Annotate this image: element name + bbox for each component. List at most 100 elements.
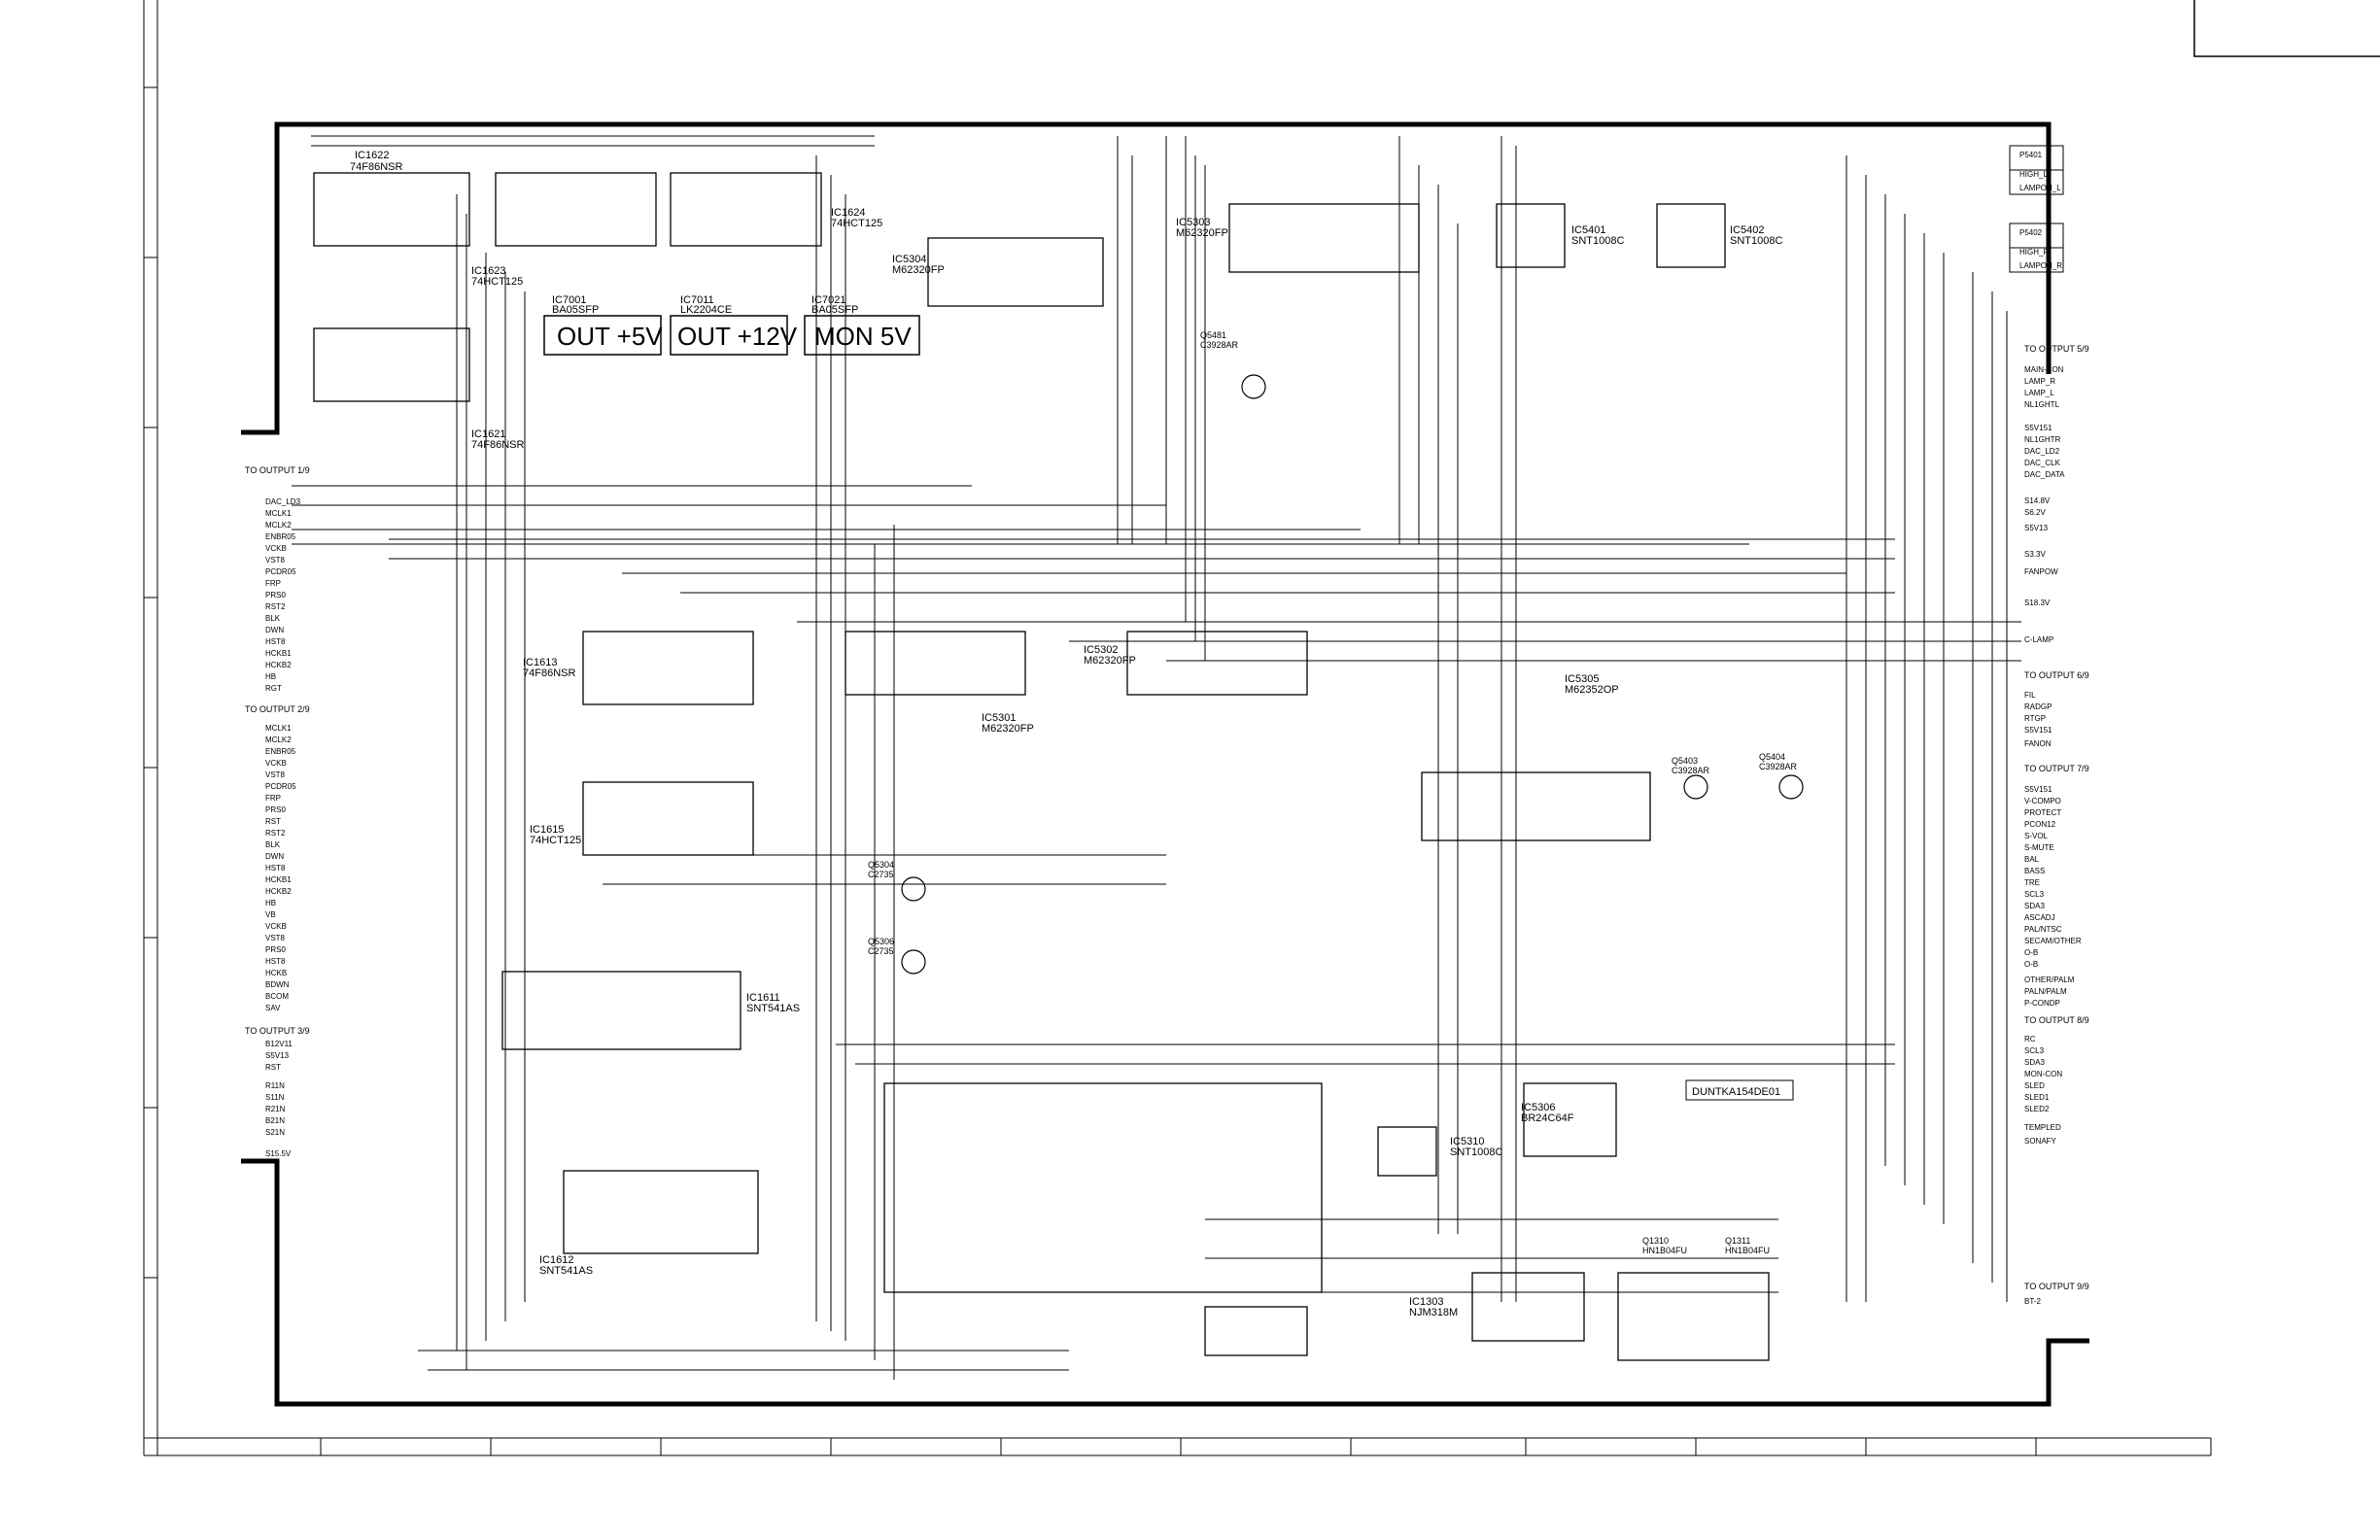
transistor-label: Q1311	[1725, 1236, 1750, 1246]
right-signal-group-8: RC SCL3 SDA3 MON-CON SLED SLED1 SLED2 TE…	[2024, 1035, 2062, 1146]
section-label-output-5: TO OUTPUT 5/9	[2024, 344, 2089, 354]
signal-label: FRP	[265, 794, 281, 803]
signal-label: FIL	[2024, 691, 2036, 700]
signal-label: ENBR05	[265, 532, 296, 541]
signal-label: S5V151	[2024, 785, 2052, 794]
signal-label: BASS	[2024, 867, 2045, 875]
signal-label: MCLK1	[265, 724, 292, 733]
signal-label: DAC_CLK	[2024, 459, 2061, 467]
regulator-12v-ref: IC7011	[680, 294, 714, 306]
ic-label: IC5305	[1565, 673, 1599, 685]
ic-label: IC1613	[523, 657, 557, 668]
signal-label: PCDR05	[265, 782, 296, 791]
section-label-output-9: TO OUTPUT 9/9	[2024, 1282, 2089, 1291]
signal-label: ASCADJ	[2024, 913, 2055, 922]
signal-label: LAMP_R	[2024, 377, 2055, 386]
signal-label: HCKB	[265, 969, 287, 977]
connector-line: LAMPON_L	[2019, 184, 2061, 192]
signal-label: MCLK2	[265, 521, 292, 530]
transistor-label: Q5481	[1200, 330, 1226, 340]
signal-label: BLK	[265, 840, 281, 849]
connector-line: LAMPON_R	[2019, 261, 2062, 270]
signal-label: MON-CON	[2024, 1070, 2062, 1078]
signal-label: HCKB1	[265, 875, 292, 884]
ic-label: M62320FP	[892, 264, 945, 276]
regulator-5v-ref: IC7001	[552, 294, 586, 306]
ic-label: IC5310	[1450, 1136, 1484, 1147]
wiring	[292, 135, 2021, 1380]
signal-label: TRE	[2024, 878, 2040, 887]
ic-block	[313, 172, 1770, 1361]
signal-label: PCON12	[2024, 820, 2056, 829]
regulator-5v-label: OUT +5V	[557, 322, 663, 351]
signal-label: PROTECT	[2024, 808, 2061, 817]
transistor-label: Q5404	[1759, 752, 1785, 762]
signal-label: PRS0	[265, 805, 286, 814]
signal-label: PAL/NTSC	[2024, 925, 2062, 934]
left-ruler	[144, 86, 157, 1279]
signal-label: PALN/PALM	[2024, 987, 2067, 996]
signal-label: SCL3	[2024, 1046, 2045, 1055]
ic-label: IC1612	[539, 1254, 573, 1266]
signal-label: VST8	[265, 770, 286, 779]
signal-label: PCDR05	[265, 567, 296, 576]
signal-label: RST	[265, 1063, 281, 1072]
signal-label: S5V13	[265, 1051, 290, 1060]
signal-label: HCKB1	[265, 649, 292, 658]
signal-label: BLK	[265, 614, 281, 623]
section-label-output-2: TO OUTPUT 2/9	[245, 704, 310, 714]
ic-label: SNT1008C	[1571, 235, 1624, 247]
signal-label: R21N	[265, 1105, 286, 1113]
transistor-symbols	[901, 374, 1804, 975]
connector-ref: P5401	[2019, 151, 2043, 159]
signal-label: RST	[265, 817, 281, 826]
ic-label: IC1611	[746, 992, 780, 1004]
signal-label: SAV	[265, 1004, 281, 1012]
signal-label: BCOM	[265, 992, 289, 1001]
right-signal-group-9: BT-2	[2024, 1297, 2041, 1306]
stamp-box	[1685, 1079, 1794, 1101]
section-label-output-6: TO OUTPUT 6/9	[2024, 670, 2089, 680]
stamp-label: DUNTKA154DE01	[1692, 1086, 1780, 1098]
signal-label: FANON	[2024, 739, 2052, 748]
ic-label: IC1615	[530, 824, 564, 836]
regulator-mon5v-part: BA05SFP	[811, 304, 858, 316]
transistor-label: C2735	[868, 946, 894, 956]
regulator-12v-label: OUT +12V	[677, 322, 798, 351]
left-signal-group-1: DAC_LD3 MCLK1 MCLK2 ENBR05 VCKB VST8 PCD…	[265, 497, 301, 693]
signal-label: VB	[265, 910, 276, 919]
section-label-output-3: TO OUTPUT 3/9	[245, 1026, 310, 1036]
signal-label: B12V11	[265, 1040, 293, 1048]
signal-label: HB	[265, 899, 276, 907]
section-label-output-7: TO OUTPUT 7/9	[2024, 764, 2089, 773]
signal-label: DAC_LD2	[2024, 447, 2060, 456]
board-outline	[241, 121, 2089, 1407]
signal-label: S14.8V	[2024, 496, 2051, 505]
signal-label: VCKB	[265, 759, 287, 768]
signal-label: SONAFY	[2024, 1137, 2057, 1146]
signal-label: RST2	[265, 602, 286, 611]
ic-label: IC5304	[892, 254, 926, 265]
ic-label: IC5401	[1571, 224, 1605, 236]
signal-label: S3.3V	[2024, 550, 2046, 559]
ic-label: SNT1008C	[1730, 235, 1782, 247]
signal-label: S5V151	[2024, 726, 2052, 735]
signal-label: V-COMPO	[2024, 797, 2061, 805]
ic-label: IC5302	[1084, 644, 1118, 656]
ic-label: IC1621	[471, 428, 505, 440]
signal-label: S6.2V	[2024, 508, 2046, 517]
ic-label: BR24C64F	[1521, 1112, 1574, 1124]
transistor-label: C2735	[868, 870, 894, 879]
ic-label: SNT541AS	[539, 1265, 593, 1277]
signal-label: SDA3	[2024, 902, 2045, 910]
signal-label: O-B	[2024, 948, 2038, 957]
signal-label: R11N	[265, 1081, 285, 1090]
regulator-boxes	[543, 315, 920, 356]
signal-label: S5V13	[2024, 524, 2049, 532]
transistor-label: Q5304	[868, 860, 894, 870]
ic-label: IC5306	[1521, 1102, 1555, 1113]
ic-label: IC5303	[1176, 217, 1210, 228]
ic-label: NJM318M	[1409, 1307, 1458, 1318]
signal-label: RC	[2024, 1035, 2036, 1044]
signal-label: SDA3	[2024, 1058, 2045, 1067]
